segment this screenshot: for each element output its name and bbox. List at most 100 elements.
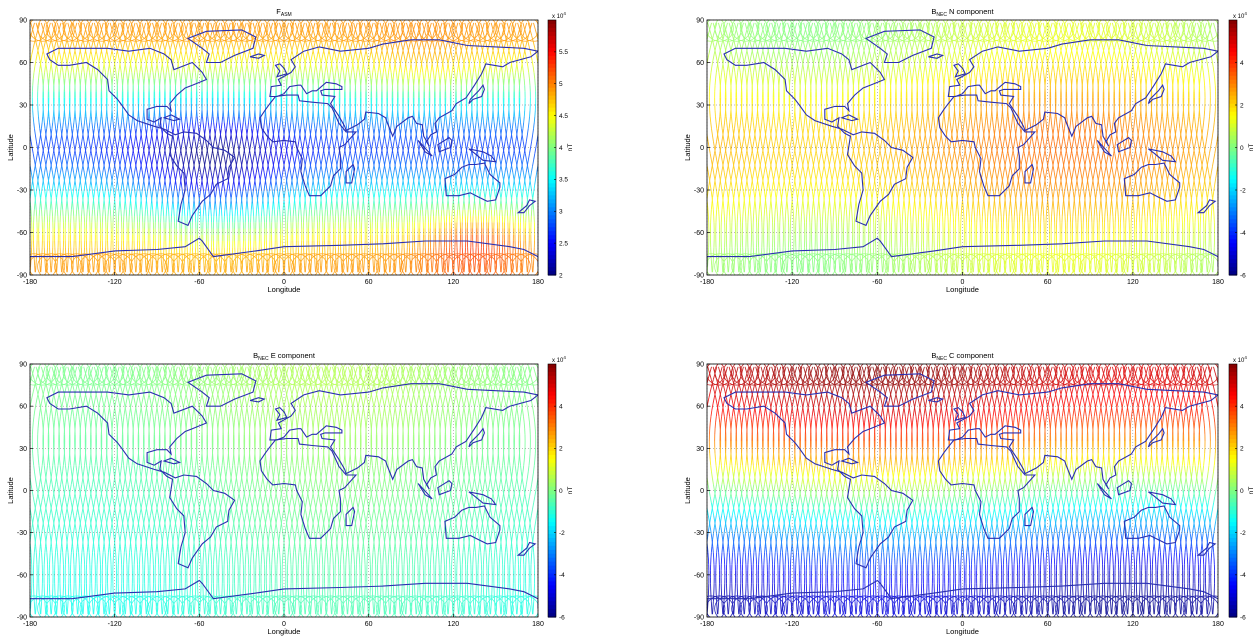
colorbar-tick-label: -6 — [1240, 272, 1246, 279]
colorbar-tick-label: 4 — [559, 403, 563, 410]
y-tick-label: -60 — [694, 572, 704, 579]
colorbar-exponent: x 104 — [1233, 355, 1247, 364]
y-axis-label: Latitude — [6, 477, 15, 504]
y-tick-label: 0 — [700, 145, 704, 152]
x-tick-label: 0 — [961, 279, 965, 286]
x-tick-label: 0 — [961, 621, 965, 628]
colorbar-exponent: x 104 — [552, 11, 566, 20]
y-tick-label: 60 — [696, 404, 704, 411]
x-axis-label: Longitude — [268, 627, 301, 636]
coastlines — [707, 373, 1218, 609]
x-tick-label: -60 — [194, 279, 204, 286]
colorbar-tick-label: 2 — [559, 446, 563, 453]
colorbar-unit-label: nT — [567, 487, 574, 495]
y-tick-label: -30 — [17, 188, 27, 195]
y-tick-label: 0 — [700, 488, 704, 495]
coastlines — [30, 29, 538, 267]
colorbar-tick-label: 3.5 — [559, 177, 568, 184]
y-tick-label: 0 — [23, 488, 27, 495]
x-tick-label: -60 — [872, 621, 882, 628]
y-axis-label: Latitude — [683, 477, 692, 504]
colorbar-tick-label: 0 — [559, 488, 563, 495]
x-tick-label: -180 — [23, 621, 37, 628]
colorbar-tick-label: -6 — [1240, 614, 1246, 621]
colorbar-unit-label: nT — [567, 144, 574, 152]
colorbar-tick-label: 3 — [559, 209, 563, 216]
colorbar-tick-label: 0 — [1240, 488, 1244, 495]
y-tick-label: 90 — [696, 362, 704, 369]
x-axis-label: Longitude — [946, 627, 979, 636]
colorbar-exponent: x 104 — [1233, 11, 1247, 20]
colorbar-unit-label: nT — [1248, 144, 1255, 152]
y-tick-label: -60 — [17, 572, 27, 579]
coastlines — [30, 373, 538, 609]
x-tick-label: -180 — [700, 621, 714, 628]
colorbar-tick-label: 4 — [1240, 60, 1244, 67]
x-tick-label: 180 — [532, 279, 544, 286]
colorbar-tick-label: -4 — [1240, 230, 1246, 237]
colorbar-tick-label: 2 — [559, 272, 563, 279]
x-axis-label: Longitude — [946, 285, 979, 294]
x-tick-label: 120 — [1127, 621, 1139, 628]
y-tick-label: -90 — [17, 273, 27, 280]
colorbar-tick-label: 2.5 — [559, 240, 568, 247]
colorbar-tick-label: 5 — [559, 81, 563, 88]
colorbar-tick-label: -2 — [1240, 530, 1246, 537]
x-tick-label: -120 — [785, 621, 799, 628]
colorbar-tick-label: -4 — [559, 572, 565, 579]
y-tick-label: 30 — [19, 103, 27, 110]
panel-title: FASM — [276, 7, 291, 18]
colorbar-tick-label: 4 — [559, 145, 563, 152]
x-tick-label: 60 — [365, 279, 373, 286]
y-tick-label: -60 — [694, 230, 704, 237]
x-tick-label: 120 — [1127, 279, 1139, 286]
x-tick-label: -120 — [108, 621, 122, 628]
orbit-tracks — [30, 364, 538, 617]
colorbar-tick-label: 2 — [1240, 102, 1244, 109]
y-tick-label: -60 — [17, 230, 27, 237]
x-axis-label: Longitude — [268, 285, 301, 294]
colorbar-tick-label: -4 — [1240, 572, 1246, 579]
y-tick-label: 60 — [696, 60, 704, 67]
coastlines — [707, 29, 1218, 267]
y-tick-label: -90 — [694, 273, 704, 280]
orbit-tracks — [707, 364, 1218, 617]
x-tick-label: 180 — [532, 621, 544, 628]
y-tick-label: 30 — [696, 446, 704, 453]
y-tick-label: -30 — [694, 188, 704, 195]
y-tick-label: -90 — [17, 615, 27, 622]
x-tick-label: -60 — [872, 279, 882, 286]
x-tick-label: -180 — [23, 279, 37, 286]
x-tick-label: 120 — [447, 279, 459, 286]
panel-title: BNEC N component — [931, 7, 994, 18]
colorbar-tick-label: -6 — [559, 614, 565, 621]
x-tick-label: 60 — [1044, 279, 1052, 286]
y-tick-label: 30 — [19, 446, 27, 453]
colorbar-tick-label: -2 — [1240, 187, 1246, 194]
x-tick-label: 60 — [1044, 621, 1052, 628]
x-tick-label: -60 — [194, 621, 204, 628]
x-tick-label: -120 — [108, 279, 122, 286]
y-tick-label: -30 — [17, 530, 27, 537]
colorbar-tick-label: -2 — [559, 530, 565, 537]
x-tick-label: -180 — [700, 279, 714, 286]
x-tick-label: 60 — [365, 621, 373, 628]
colorbar-tick-label: 4 — [1240, 403, 1244, 410]
y-tick-label: 30 — [696, 103, 704, 110]
y-tick-label: -90 — [694, 615, 704, 622]
colorbar-tick-label: 4.5 — [559, 113, 568, 120]
colorbar-exponent: x 104 — [552, 355, 566, 364]
y-tick-label: 0 — [23, 145, 27, 152]
y-axis-label: Latitude — [6, 134, 15, 161]
y-tick-label: -30 — [694, 530, 704, 537]
y-tick-label: 60 — [19, 60, 27, 67]
colorbar-tick-label: 2 — [1240, 446, 1244, 453]
